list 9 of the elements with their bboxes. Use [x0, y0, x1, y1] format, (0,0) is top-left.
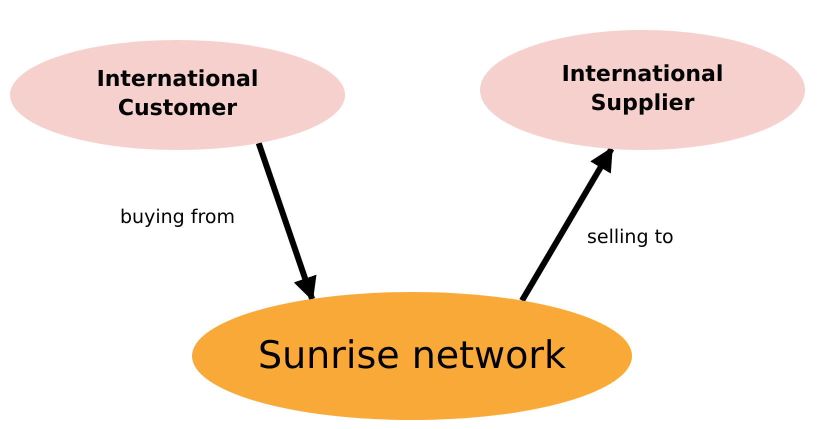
node-label: International Customer: [96, 66, 260, 123]
node-label: International Supplier: [560, 61, 724, 118]
arrow: [519, 146, 614, 302]
ellipse-node: [192, 292, 632, 420]
node-label: Sunrise network: [258, 332, 566, 380]
ellipse-node: [10, 40, 345, 150]
arrow: [256, 142, 316, 302]
edge-label: selling to: [585, 226, 676, 248]
ellipse-node: [480, 30, 805, 150]
